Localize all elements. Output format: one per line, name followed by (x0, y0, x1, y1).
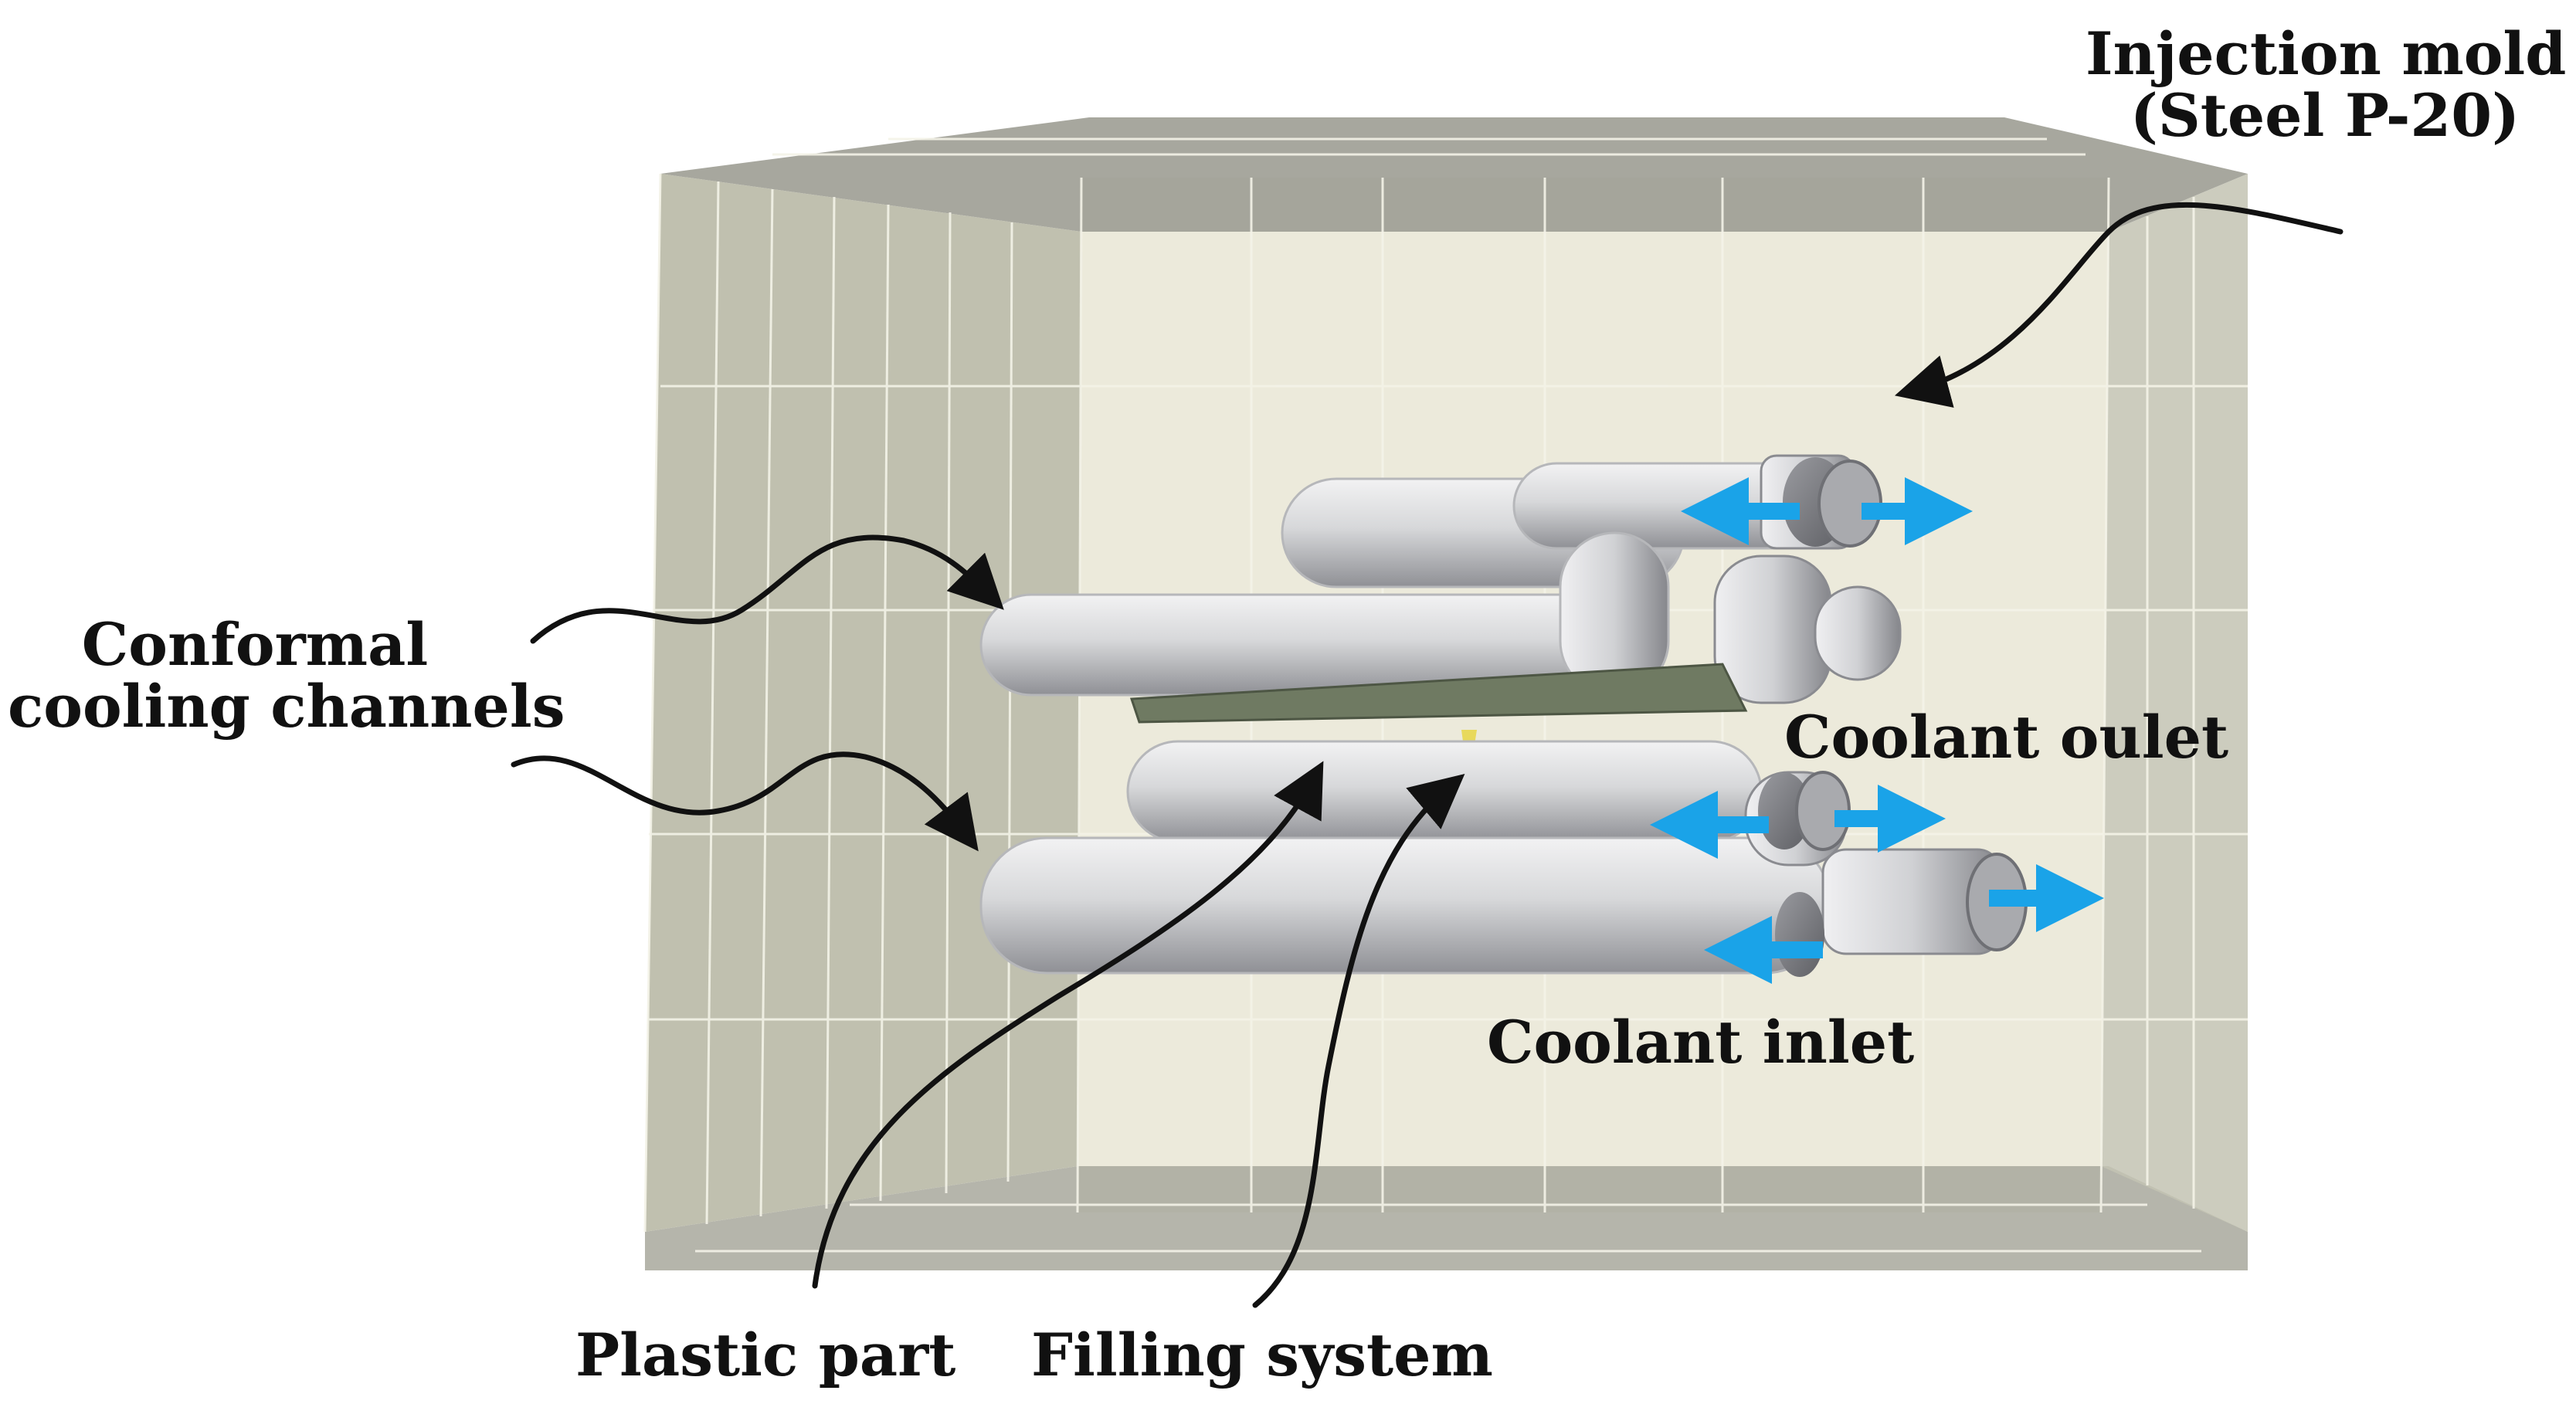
plastic-part-arrow (812, 761, 1324, 1289)
label-injection-mold: Injection mold (Steel P-20) (2086, 19, 2567, 150)
label-plastic-part: Plastic part (575, 1321, 956, 1389)
mold-grid (643, 137, 2248, 1253)
label-filling-system: Filling system (1031, 1321, 1493, 1389)
plastic-part (1129, 663, 1748, 724)
label-channels-line2: cooling channels (8, 671, 565, 741)
annotation-arrows (511, 202, 2344, 1308)
label-conformal-cooling-channels: Conformal cooling channels (8, 610, 565, 741)
mold-right-face (2101, 174, 2248, 1232)
mold-top-face (660, 117, 2248, 232)
label-coolant-outlet: Coolant oulet (1784, 703, 2229, 772)
label-injection-mold-line2: (Steel P-20) (2130, 80, 2520, 150)
coolant-flow-arrows (1650, 477, 2104, 984)
upper-cooling-channel (979, 454, 1902, 704)
channels-upper-arrow (530, 534, 1004, 644)
mold-bottom-face (645, 1166, 2248, 1270)
label-injection-mold-line1: Injection mold (2086, 19, 2567, 88)
channels-lower-arrow (511, 751, 979, 852)
filling-system-arrow (1252, 773, 1465, 1308)
mold-pointer-arrow (1894, 202, 2344, 408)
label-channels-line1: Conformal (81, 610, 429, 679)
label-coolant-inlet: Coolant inlet (1487, 1008, 1915, 1077)
mold-left-face (645, 174, 1081, 1232)
